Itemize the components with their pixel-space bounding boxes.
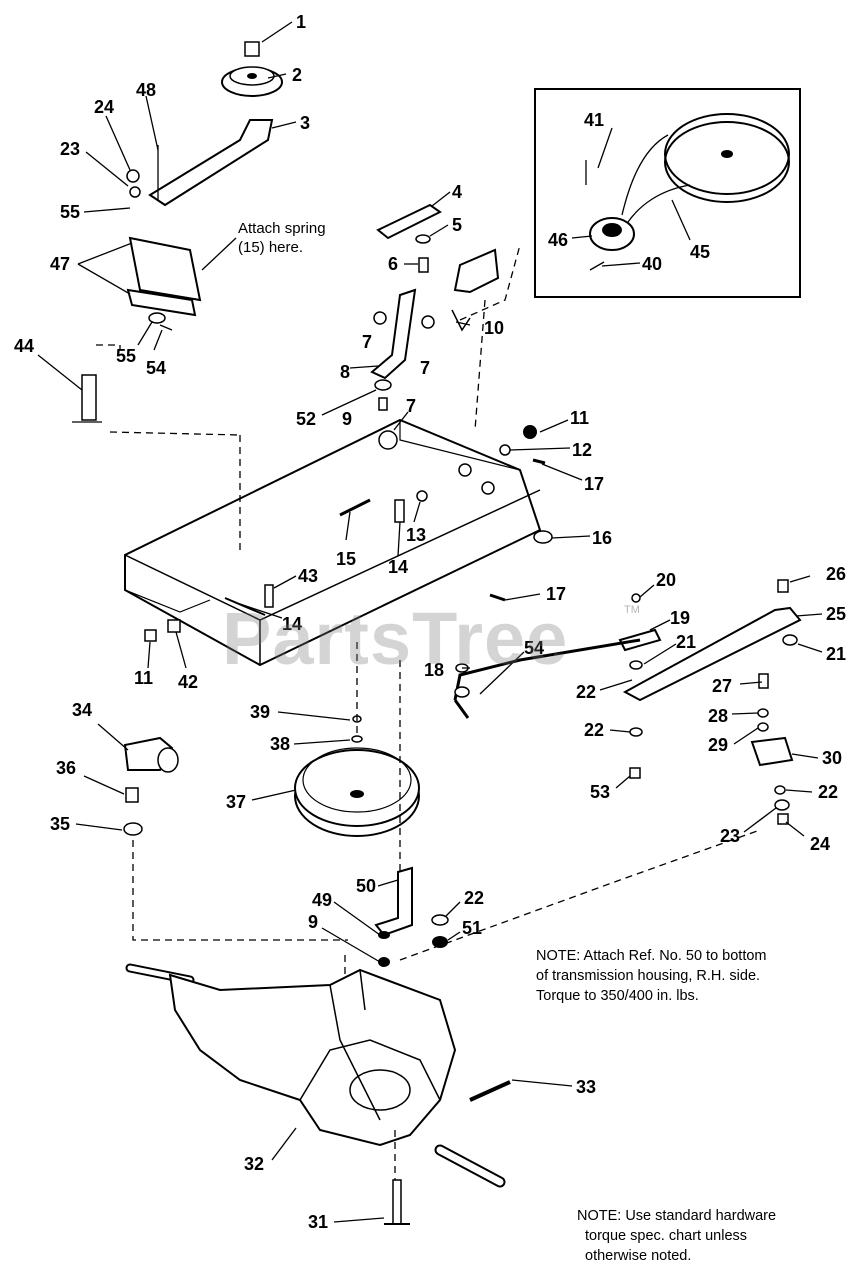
callout-31: 31 <box>308 1212 328 1232</box>
callout-6: 6 <box>388 254 398 274</box>
callout-23: 23 <box>60 139 80 159</box>
callout-39: 39 <box>250 702 270 722</box>
note-hardware-line3: otherwise noted. <box>585 1248 692 1264</box>
callout-24: 24 <box>94 97 114 117</box>
transmission-housing <box>125 829 761 1225</box>
callout-55-b: 55 <box>116 346 136 366</box>
callout-43: 43 <box>298 566 318 586</box>
callout-38: 38 <box>270 734 290 754</box>
callout-16: 16 <box>592 528 612 548</box>
callout-14: 14 <box>388 557 408 577</box>
note-ref50-line1: NOTE: Attach Ref. No. 50 to bottom <box>536 948 767 964</box>
callout-17-b: 17 <box>546 584 566 604</box>
callout-25: 25 <box>826 604 846 624</box>
idler-arm-assembly <box>72 41 283 423</box>
callout-14-b: 14 <box>282 614 302 634</box>
callout-labels: 1 2 3 48 24 23 55 47 55 54 44 4 5 6 10 7… <box>14 12 846 1232</box>
note-hardware-torque: NOTE: Use standard hardware torque spec.… <box>577 1206 776 1266</box>
callout-12: 12 <box>572 440 592 460</box>
fan-hub-parts <box>123 736 348 941</box>
callout-2: 2 <box>292 65 302 85</box>
callout-23-b: 23 <box>720 826 740 846</box>
callout-49: 49 <box>312 890 332 910</box>
callout-1: 1 <box>296 12 306 32</box>
callout-34: 34 <box>72 700 92 720</box>
attach-spring-note-line1: Attach spring <box>238 220 326 237</box>
callout-4: 4 <box>452 182 462 202</box>
callout-48: 48 <box>136 80 156 100</box>
callout-35: 35 <box>50 814 70 834</box>
callout-19: 19 <box>670 608 690 628</box>
transmission-bracket <box>374 866 449 967</box>
note-hardware-line2: torque spec. chart unless <box>585 1228 748 1244</box>
callout-5: 5 <box>452 215 462 235</box>
callout-22-b: 22 <box>818 782 838 802</box>
callout-20: 20 <box>656 570 676 590</box>
callout-22-c: 22 <box>584 720 604 740</box>
callout-27: 27 <box>712 676 732 696</box>
callout-29: 29 <box>708 735 728 755</box>
callout-7-b: 7 <box>420 358 430 378</box>
callout-15: 15 <box>336 549 356 569</box>
callout-37: 37 <box>226 792 246 812</box>
callout-9: 9 <box>342 409 352 429</box>
callout-11-b: 11 <box>134 668 153 688</box>
callout-45: 45 <box>690 242 710 262</box>
input-pulley <box>294 642 420 880</box>
note-ref50-line3: Torque to 350/400 in. lbs. <box>536 988 699 1004</box>
attach-spring-note-line2: (15) here. <box>238 239 303 256</box>
callout-11: 11 <box>570 408 589 428</box>
callout-9-b: 9 <box>308 912 318 932</box>
callout-30: 30 <box>822 748 842 768</box>
callout-41: 41 <box>584 110 604 130</box>
callout-47: 47 <box>50 254 70 274</box>
callout-46: 46 <box>548 230 568 250</box>
callout-33: 33 <box>576 1077 596 1097</box>
callout-21-b: 21 <box>676 632 696 652</box>
watermark-tm: TM <box>624 604 640 616</box>
callout-40: 40 <box>642 254 662 274</box>
callout-36: 36 <box>56 758 76 778</box>
main-frame-plate <box>109 244 553 667</box>
callout-50: 50 <box>356 876 376 896</box>
callout-32: 32 <box>244 1154 264 1174</box>
callout-3: 3 <box>300 113 310 133</box>
callout-10: 10 <box>484 318 504 338</box>
callout-21: 21 <box>826 644 846 664</box>
callout-17: 17 <box>584 474 604 494</box>
callout-53: 53 <box>590 782 610 802</box>
callout-7: 7 <box>362 332 372 352</box>
note-attach-ref50: NOTE: Attach Ref. No. 50 to bottom of tr… <box>536 946 767 1006</box>
callout-44: 44 <box>14 336 34 356</box>
callout-22-d: 22 <box>464 888 484 908</box>
partstree-watermark: PartsTree <box>222 597 569 680</box>
callout-26: 26 <box>826 564 846 584</box>
callout-22: 22 <box>576 682 596 702</box>
callout-55: 55 <box>60 202 80 222</box>
callout-54-b: 54 <box>524 638 544 658</box>
linkage-rods <box>453 579 802 825</box>
callout-52: 52 <box>296 409 316 429</box>
callout-51: 51 <box>462 918 482 938</box>
inset-belt-detail <box>534 88 801 298</box>
callout-54: 54 <box>146 358 166 378</box>
upper-bracket-parts <box>370 203 500 411</box>
callout-8: 8 <box>340 362 350 382</box>
callout-28: 28 <box>708 706 728 726</box>
note-ref50-line2: of transmission housing, R.H. side. <box>536 968 761 984</box>
leader-lines <box>37 21 823 1223</box>
callout-7-c: 7 <box>406 396 416 416</box>
note-hardware-line1: NOTE: Use standard hardware <box>577 1208 777 1224</box>
callout-18: 18 <box>424 660 444 680</box>
callout-42: 42 <box>178 672 198 692</box>
callout-24-b: 24 <box>810 834 830 854</box>
callout-13: 13 <box>406 525 426 545</box>
